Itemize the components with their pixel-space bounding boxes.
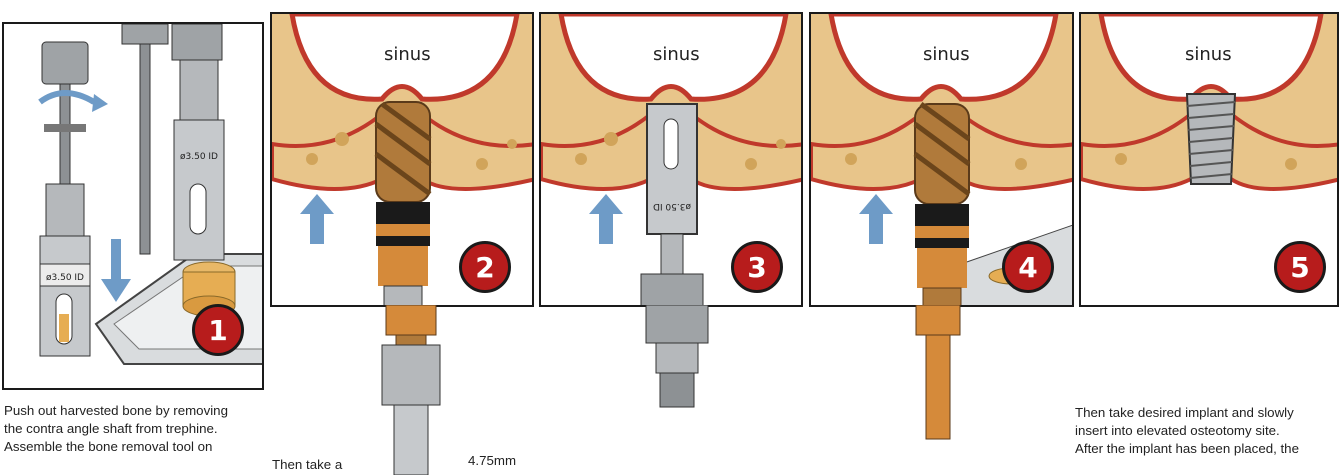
sinus-label-4: sinus	[923, 44, 970, 65]
sinus-label-5: sinus	[1185, 44, 1232, 65]
step-2-drill-shaft	[378, 305, 478, 475]
step-4-badge: 4	[1002, 241, 1054, 293]
trephine-label-2: ø3.50 ID	[180, 152, 218, 162]
caption-right: Then take desired implant and slowly ins…	[1075, 404, 1342, 458]
caption-left: Push out harvested bone by removing the …	[4, 402, 266, 456]
trephine-label-3: ø3.50 ID	[653, 201, 691, 211]
caption-middle-b: 4.75mm	[468, 452, 516, 470]
step-4-drill-shaft	[912, 305, 972, 445]
step-4-panel: sinus 4	[809, 12, 1074, 307]
step-5-badge: 5	[1274, 241, 1326, 293]
sinus-label-2: sinus	[384, 44, 431, 65]
caption-middle-a: Then take a	[272, 456, 342, 474]
step-3-handle	[640, 305, 720, 415]
sinus-label-3: sinus	[653, 44, 700, 65]
step-3-panel: ø3.50 ID sinus 3	[539, 12, 803, 307]
step-2-panel: sinus 2	[270, 12, 534, 307]
trephine-label-1: ø3.50 ID	[46, 273, 84, 283]
step-2-badge: 2	[459, 241, 511, 293]
step-1-panel: ø3.50 ID ø3.50 ID 1	[2, 22, 264, 390]
step-5-panel: sinus 5	[1079, 12, 1339, 307]
page-title-strip	[545, 0, 1085, 8]
step-3-badge: 3	[731, 241, 783, 293]
step-1-badge: 1	[192, 304, 244, 356]
